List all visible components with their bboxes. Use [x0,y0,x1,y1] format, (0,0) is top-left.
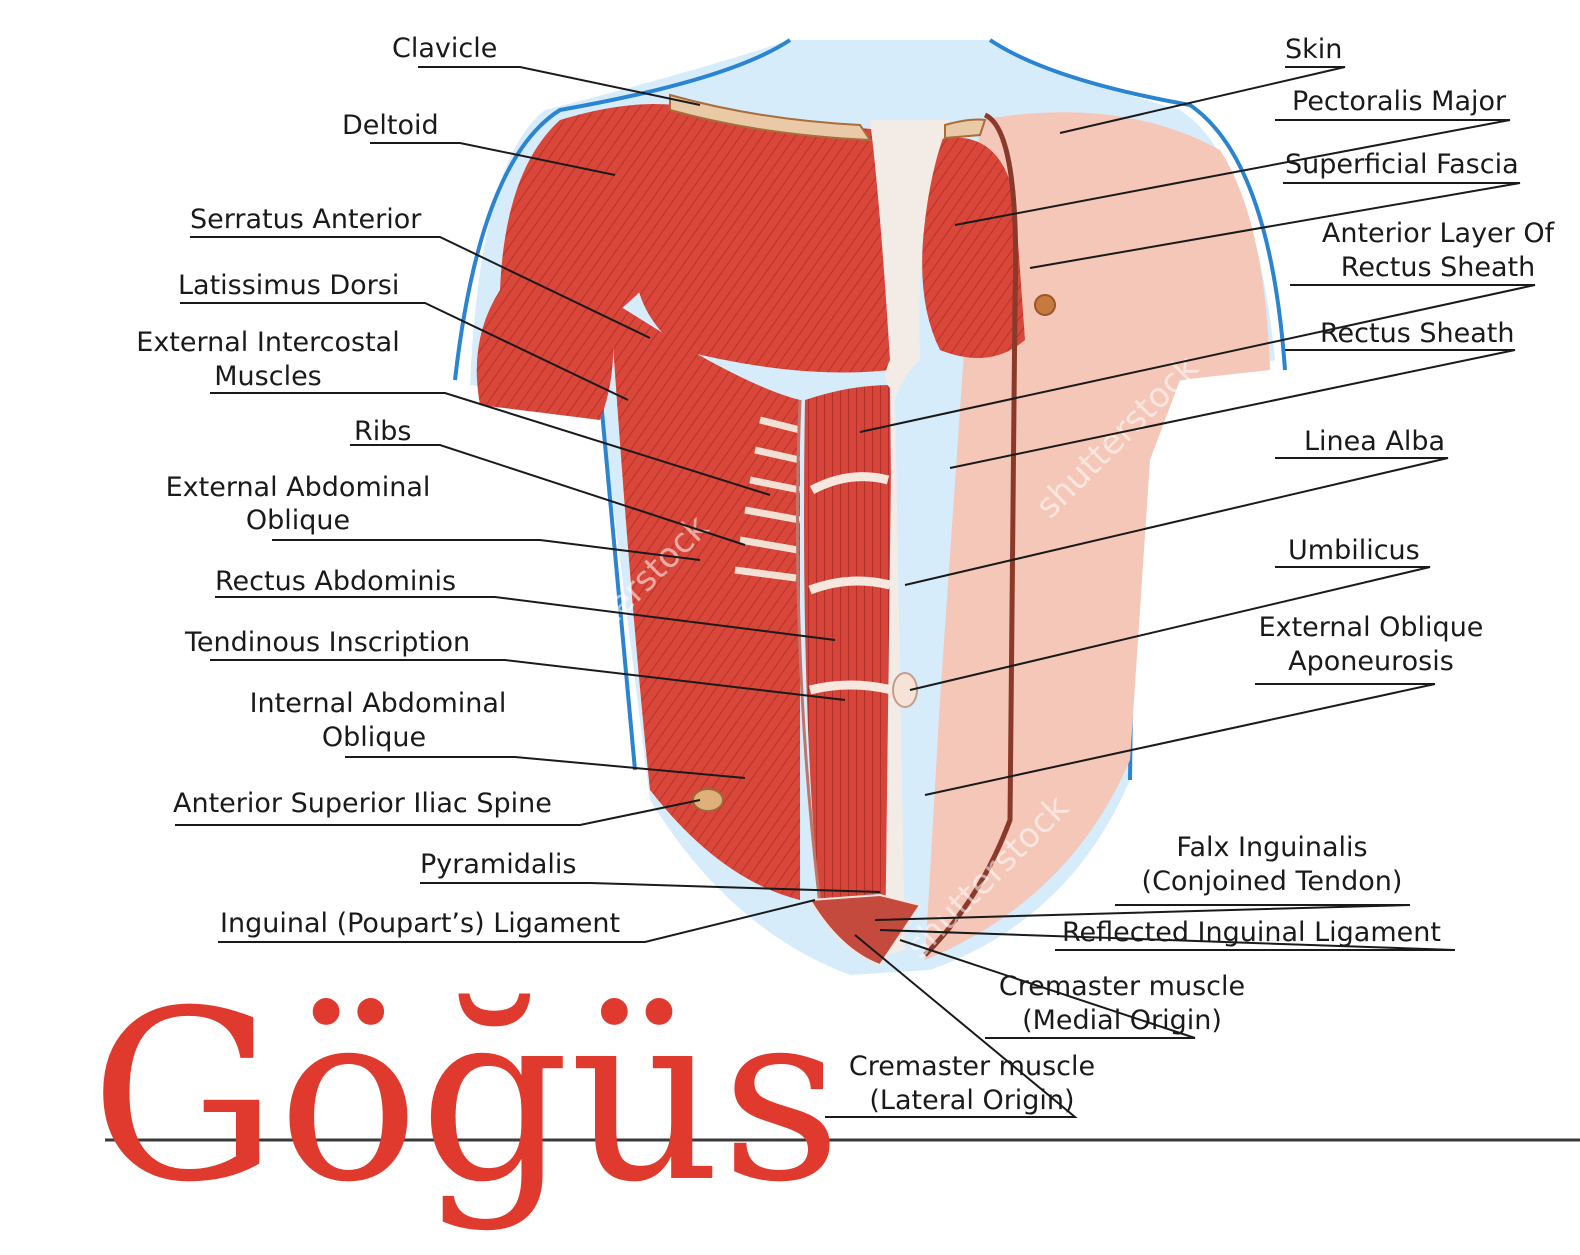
label-internal-abdominal-oblique-2: Oblique [322,722,426,753]
label-rectus-sheath: Rectus Sheath [1320,318,1514,349]
label-external-intercostal-1: External Intercostal [136,327,399,358]
label-external-abdominal-oblique-1: External Abdominal [166,472,431,503]
leader-lines [175,66,1536,1118]
right-pectoral-muscle [922,137,1025,358]
label-deltoid: Deltoid [342,110,439,141]
label-falx-inguinalis-1: Falx Inguinalis [1176,832,1367,863]
clavicle-band [669,93,987,142]
label-external-abdominal-oblique-2: Oblique [246,505,350,536]
label-anterior-layer-rectus-sheath-1: Anterior Layer Of [1322,218,1556,249]
label-anterior-superior-iliac-spine: Anterior Superior Iliac Spine [173,788,552,819]
label-falx-inguinalis-2: (Conjoined Tendon) [1142,866,1403,897]
label-latissimus-dorsi: Latissimus Dorsi [178,270,399,301]
flank-muscles [610,300,800,900]
iliac-spine [692,788,724,812]
label-inguinal-ligament: Inguinal (Poupart’s) Ligament [220,908,620,939]
label-rectus-abdominis: Rectus Abdominis [215,566,456,597]
label-serratus-anterior: Serratus Anterior [190,204,422,235]
label-anterior-layer-rectus-sheath-2: Rectus Sheath [1341,252,1535,283]
label-umbilicus: Umbilicus [1288,535,1420,566]
label-external-oblique-aponeurosis-1: External Oblique [1259,612,1484,643]
label-external-intercostal-2: Muscles [214,361,322,392]
page-title: Göğüs [90,961,842,1234]
inguinal-region [808,893,922,967]
body-outline [453,38,1287,781]
rectus-abdominis-muscle [804,385,895,921]
label-external-oblique-aponeurosis-2: Aponeurosis [1288,646,1454,677]
label-cremaster-medial-2: (Medial Origin) [1022,1005,1222,1036]
rectus-sheath-line [923,112,1019,957]
label-reflected-inguinal-ligament: Reflected Inguinal Ligament [1062,917,1441,948]
label-cremaster-lateral-1: Cremaster muscle [849,1051,1095,1082]
label-ribs: Ribs [354,416,411,447]
sheath-left-line [796,399,822,906]
tendinous-inscriptions [808,472,894,695]
label-cremaster-medial-1: Cremaster muscle [999,971,1245,1002]
label-pyramidalis: Pyramidalis [420,849,576,880]
nipple [1034,294,1056,316]
ribs [734,416,801,582]
label-superficial-fascia: Superficial Fascia [1285,149,1519,180]
linea-alba [870,120,950,955]
left-arm [476,290,614,420]
left-pectoral-muscle [635,110,894,373]
label-tendinous-inscription: Tendinous Inscription [184,627,470,658]
label-internal-abdominal-oblique-1: Internal Abdominal [250,688,507,719]
label-clavicle: Clavicle [392,33,497,64]
label-cremaster-lateral-2: (Lateral Origin) [869,1085,1074,1116]
label-linea-alba: Linea Alba [1304,426,1445,457]
umbilicus [892,672,918,708]
label-pectoralis-major: Pectoralis Major [1292,86,1507,117]
label-skin: Skin [1285,34,1342,65]
